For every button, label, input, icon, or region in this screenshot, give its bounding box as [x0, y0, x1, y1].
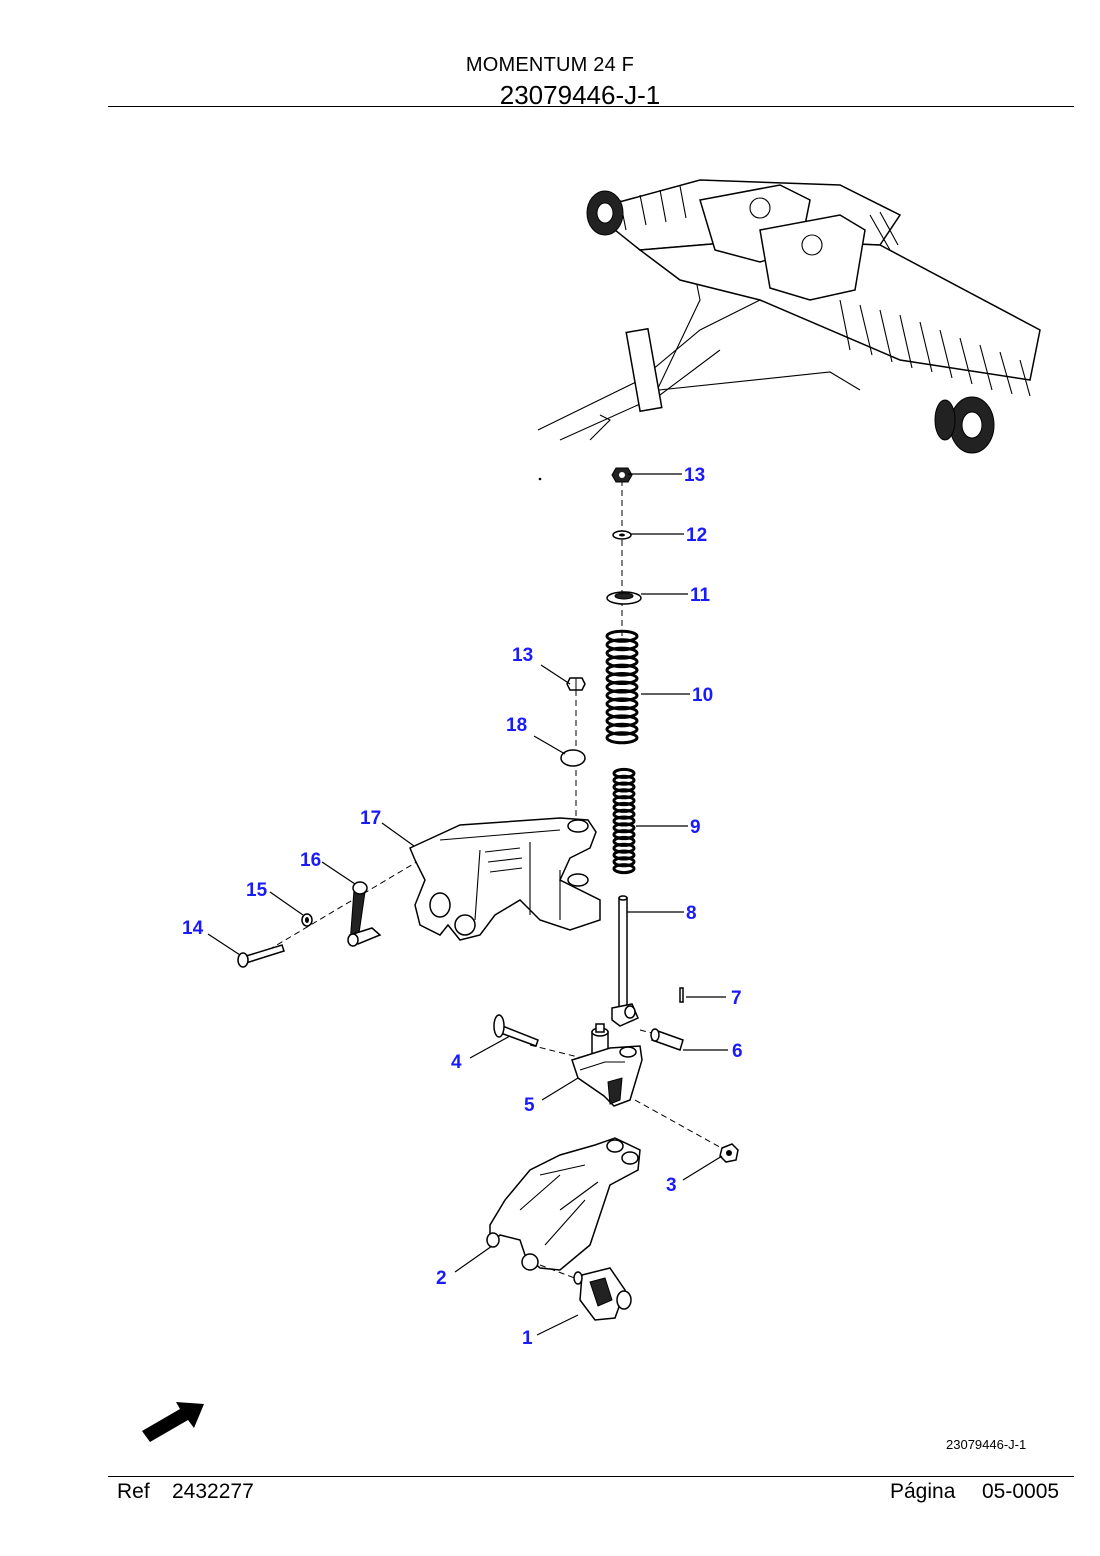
part-1-hub: [539, 1264, 632, 1321]
callout-13-left: 13: [512, 645, 533, 666]
part-9-small-spring: [612, 767, 636, 875]
part-10-large-spring: [605, 629, 639, 745]
callout-10: 10: [692, 685, 713, 706]
footer-rule: [108, 1476, 1074, 1477]
part-7-split-pin: [679, 987, 684, 1003]
part-13-nut-top: [611, 467, 633, 483]
spring-coil: [605, 714, 639, 728]
callout-15: 15: [246, 880, 268, 901]
spring-coil: [605, 722, 639, 736]
callout-18: 18: [506, 715, 527, 736]
header-rule: [108, 106, 1074, 107]
part-2-arm: [486, 1137, 641, 1271]
part-13-nut-left: [566, 677, 586, 691]
spring-coil: [605, 680, 639, 694]
part-12-washer: [612, 530, 632, 540]
spring-coil: [605, 655, 639, 669]
spring-coil: [605, 638, 639, 652]
callout-4: 4: [451, 1052, 462, 1073]
part-3-nut: [719, 1143, 739, 1163]
part-18-washer: [560, 749, 586, 767]
ref-value: 2432277: [172, 1480, 254, 1503]
arrow-forward-icon: [142, 1402, 204, 1442]
callout-13-top: 13: [684, 465, 705, 486]
part-17-bracket: [409, 817, 601, 941]
callout-2: 2: [436, 1268, 447, 1289]
spring-coil: [605, 672, 639, 686]
callout-17: 17: [360, 808, 381, 829]
nut-axis-line: [634, 1099, 726, 1151]
spring-coil: [605, 688, 639, 702]
page-value: 05-0005: [982, 1480, 1060, 1503]
model-title: MOMENTUM 24 F: [465, 54, 635, 76]
leader-lines: [207, 473, 728, 1336]
part-8-rod: [611, 895, 639, 1027]
callout-3: 3: [666, 1175, 677, 1196]
callout-14: 14: [182, 918, 204, 939]
part-4-bolt: [493, 1014, 539, 1047]
drawing-id: 23079446-J-1: [946, 1437, 1027, 1452]
spring-coil: [605, 697, 639, 711]
spring-coil: [605, 646, 639, 660]
callout-7: 7: [731, 988, 742, 1009]
spring-coil: [605, 705, 639, 719]
part-5-housing: [571, 1023, 643, 1107]
callout-11: 11: [690, 585, 711, 606]
spring-coil: [605, 731, 639, 745]
callout-labels: 13 12 11 13 10 18 17 9 16 15 14 8 7 6 4 …: [182, 465, 743, 1349]
part-6-pin: [650, 1028, 684, 1051]
machine-overview-illustration: [537, 179, 1041, 454]
callout-5: 5: [524, 1095, 535, 1116]
part-16-lever: [347, 881, 382, 947]
spring-coil: [605, 663, 639, 677]
part-14-bolt: [237, 944, 285, 968]
callout-8: 8: [686, 903, 697, 924]
document-number: 23079446-J-1: [499, 80, 661, 110]
spring-coil: [612, 863, 636, 875]
page-label: Página: [890, 1480, 956, 1503]
lever-axis-line: [259, 859, 421, 956]
callout-16: 16: [300, 850, 321, 871]
callout-1: 1: [522, 1328, 533, 1349]
part-15-nut: [301, 913, 313, 927]
part-11-spring-cup: [606, 591, 642, 605]
spring-coil: [605, 629, 639, 643]
callout-6: 6: [732, 1041, 743, 1062]
ref-label: Ref: [117, 1480, 150, 1503]
callout-12: 12: [686, 525, 707, 546]
callout-9: 9: [690, 817, 701, 838]
